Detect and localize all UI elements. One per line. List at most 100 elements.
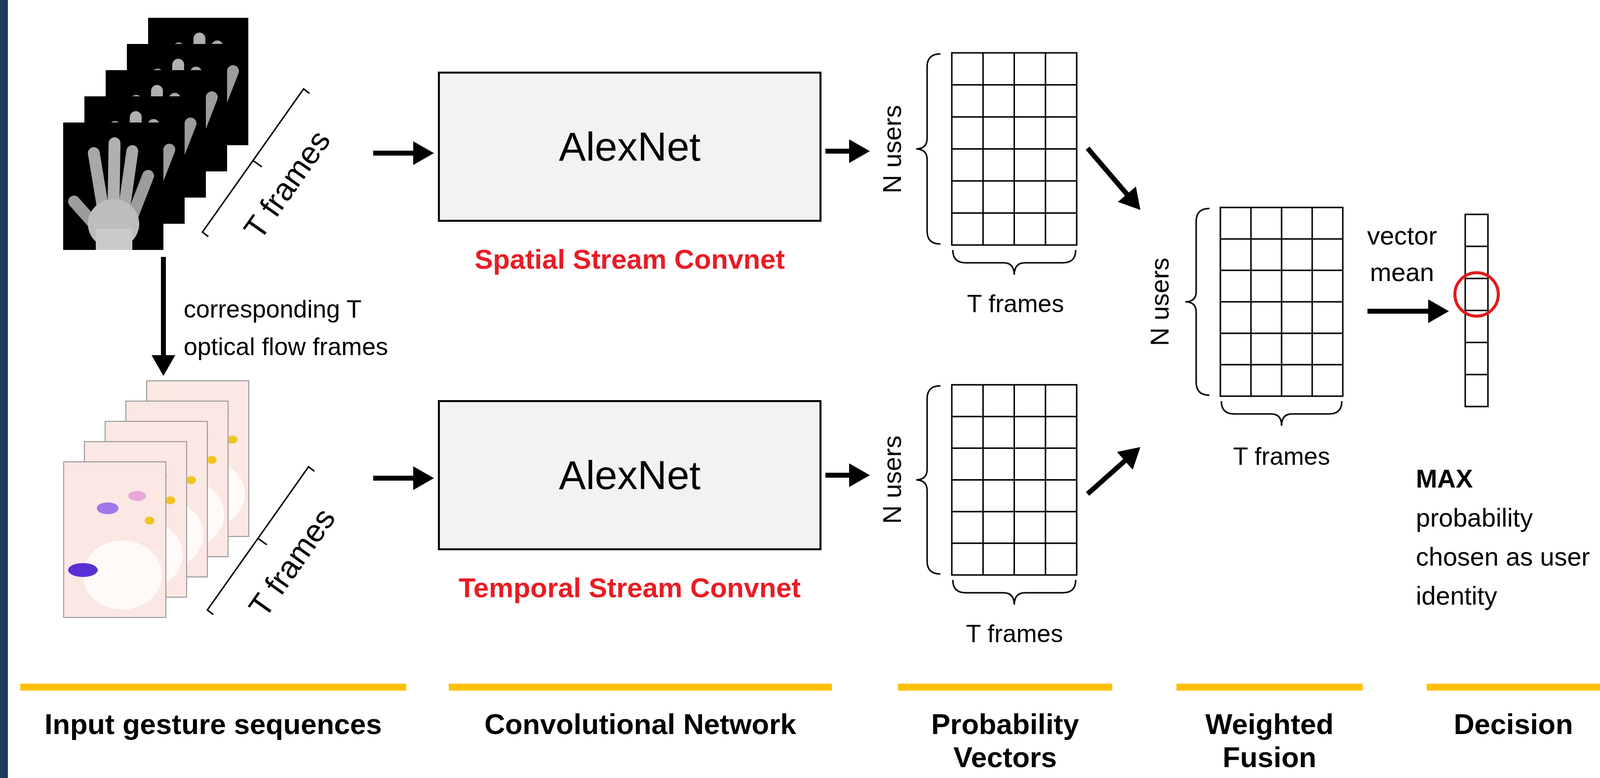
- arrow-connector: [1087, 148, 1141, 210]
- curly-brace: [1185, 208, 1210, 395]
- probability-grid: [951, 180, 1077, 182]
- decision-label: MAX: [1415, 459, 1474, 499]
- stage-bar: [897, 683, 1113, 691]
- connector-line: [1087, 148, 1129, 196]
- fused-grid: [1220, 269, 1343, 272]
- fused-grid: [1220, 332, 1343, 334]
- curly-brace: [952, 579, 1076, 605]
- process-box: AlexNetTemporal Stream Convnet: [437, 399, 822, 550]
- connector-line: [373, 150, 416, 156]
- stage-label: Weighted Fusion: [1176, 706, 1363, 774]
- result-vector: [1465, 214, 1488, 407]
- result-vector: [1465, 373, 1488, 376]
- arrow-head: [413, 466, 434, 490]
- arrow-head: [151, 354, 176, 376]
- arrow-connector: [825, 139, 870, 163]
- edge-label: corresponding T optical flow frames: [183, 290, 416, 366]
- stream-title: Spatial Stream Convnet: [474, 243, 785, 275]
- figure-group: N users T frames: [1144, 202, 1348, 477]
- figure-group: T frames: [63, 379, 370, 625]
- arrow-head: [413, 141, 434, 165]
- arrow-connector: [825, 463, 870, 487]
- probability-grid: [951, 447, 1077, 449]
- probability-grid: [951, 52, 1077, 245]
- network-name: AlexNet: [558, 123, 701, 170]
- arrow-connector: [151, 256, 176, 376]
- optical-flow-stack: [63, 461, 166, 618]
- stage-bar: [448, 683, 832, 691]
- axis-label: N users: [877, 104, 908, 194]
- mean-arrow: [1428, 299, 1449, 323]
- probability-grid: [951, 148, 1077, 150]
- probability-grid: [951, 83, 1077, 86]
- arrow-connector: [373, 141, 434, 165]
- mean-arrow: [1367, 308, 1431, 314]
- connector-line: [160, 256, 166, 357]
- curly-brace: [916, 53, 941, 244]
- arrow-head: [1117, 446, 1141, 470]
- probability-grid: [951, 542, 1077, 544]
- fused-grid: [1220, 237, 1343, 240]
- axis-label: N users: [1145, 257, 1175, 346]
- arrow-head: [1117, 186, 1141, 210]
- stage-label: Probability Vectors: [897, 706, 1113, 774]
- fused-grid: [1220, 363, 1343, 366]
- result-vector: [1465, 277, 1488, 279]
- curly-brace: [952, 249, 1076, 275]
- result-vector: [1465, 245, 1488, 247]
- probability-grid: [951, 415, 1077, 418]
- arrow-connector: [373, 466, 434, 490]
- stream-title: Temporal Stream Convnet: [458, 571, 801, 604]
- decision-label: probability chosen as user identity: [1415, 498, 1598, 616]
- optical-flow-stack: [63, 380, 249, 618]
- probability-grid: [951, 52, 1077, 245]
- result-vector: [1465, 309, 1488, 312]
- frames-label: T frames: [241, 501, 343, 624]
- stage-label: Convolutional Network: [448, 706, 832, 741]
- connector-line: [825, 148, 852, 154]
- stage-bar: [1176, 683, 1363, 691]
- result-vector: [1465, 341, 1488, 344]
- probability-grid: [951, 212, 1077, 214]
- figure-group: N users T frames: [873, 381, 1084, 652]
- fused-grid: [1220, 207, 1343, 396]
- frames-label: T frames: [236, 123, 338, 246]
- probability-grid: [951, 510, 1077, 512]
- probability-grid: [951, 478, 1077, 481]
- max-circle: [1454, 272, 1499, 316]
- probability-grid: [951, 384, 1077, 575]
- connector-line: [825, 472, 852, 478]
- fused-grid: [1220, 301, 1343, 303]
- network-name: AlexNet: [558, 451, 701, 499]
- depth-frame-stack: [63, 17, 249, 250]
- result-vector: [1465, 214, 1488, 407]
- curly-brace: [916, 385, 941, 574]
- operation-label: vector mean: [1352, 217, 1452, 291]
- page-edge-bar: [0, 0, 8, 778]
- stage-label: Decision: [1426, 706, 1600, 741]
- axis-label: T frames: [966, 619, 1063, 649]
- axis-label: T frames: [1233, 442, 1330, 471]
- curly-brace: [916, 53, 1342, 605]
- fused-grid: [1220, 207, 1343, 396]
- curly-brace: [1221, 400, 1342, 426]
- arrow-head: [849, 139, 870, 163]
- figure-group: N users T frames: [873, 49, 1084, 326]
- process-box: AlexNetSpatial Stream Convnet: [437, 71, 822, 222]
- stage-bar: [1426, 683, 1600, 691]
- depth-frame-stack: [63, 122, 164, 250]
- axis-label: T frames: [967, 289, 1064, 319]
- probability-grid: [951, 384, 1077, 575]
- figure-group: T frames: [63, 18, 370, 253]
- arrow-connector: [1087, 446, 1141, 494]
- arrow-head: [849, 463, 870, 487]
- stage-bar: [20, 683, 407, 691]
- axis-label: N users: [877, 434, 908, 524]
- connector-line: [1087, 459, 1127, 494]
- stage-label: Input gesture sequences: [20, 706, 407, 741]
- connector-line: [373, 475, 416, 481]
- probability-grid: [951, 116, 1077, 118]
- stage-bar: [20, 683, 1600, 691]
- mean-arrow: [1367, 299, 1449, 323]
